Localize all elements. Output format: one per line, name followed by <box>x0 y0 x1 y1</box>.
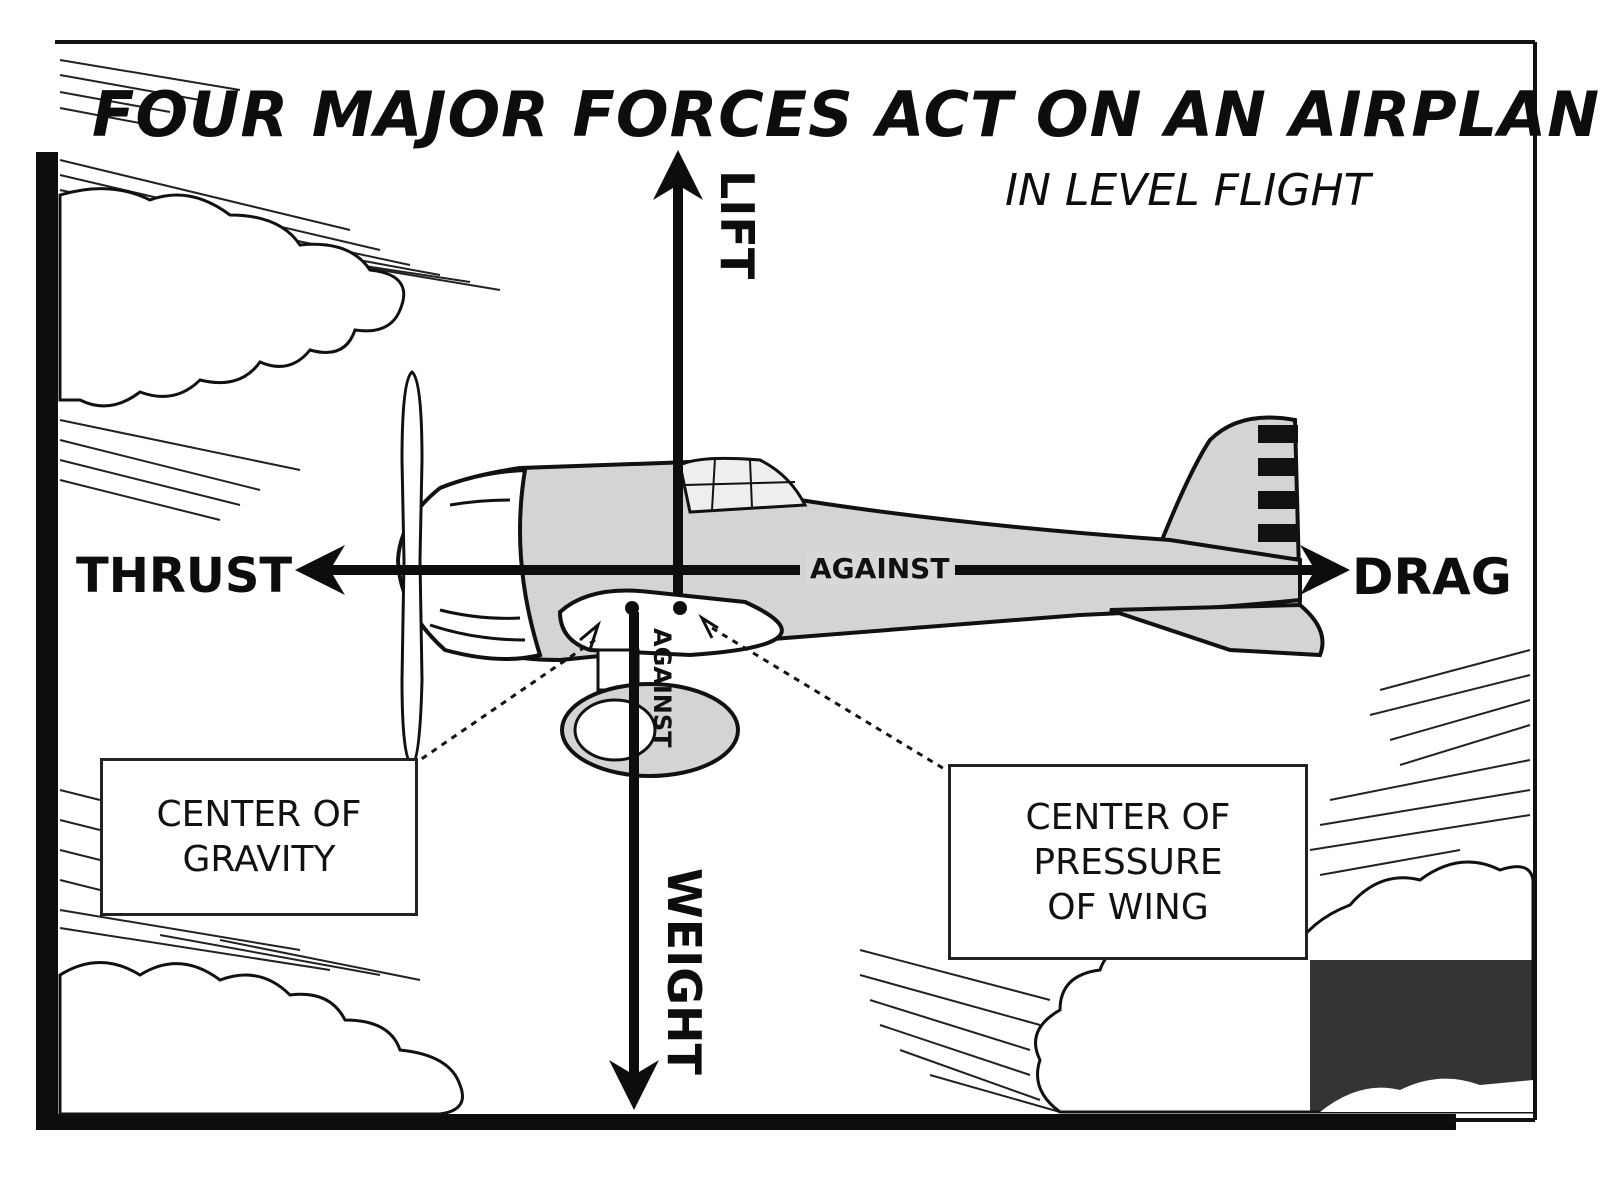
diagram-subtitle: IN LEVEL FLIGHT <box>1005 165 1371 216</box>
center-of-pressure-callout: CENTER OF PRESSURE OF WING <box>948 764 1308 960</box>
against-horizontal-label: AGAINST <box>806 552 954 585</box>
center-of-pressure-dot <box>673 601 687 615</box>
center-points <box>419 601 947 772</box>
wing <box>557 588 784 658</box>
weight-label: WEIGHT <box>657 868 711 1075</box>
force-arrows <box>295 150 1350 1110</box>
thrust-label: THRUST <box>76 548 293 604</box>
engine-cowling <box>395 467 543 661</box>
center-of-gravity-callout: CENTER OF GRAVITY <box>100 758 418 916</box>
diagram-title: FOUR MAJOR FORCES ACT ON AN AIRPLANE <box>92 78 1600 151</box>
cp-line-2: PRESSURE <box>1033 841 1223 883</box>
cg-line-2: GRAVITY <box>182 839 336 880</box>
lift-label: LIFT <box>710 170 764 280</box>
panel-frame <box>36 40 1537 1130</box>
cloud-upper-left <box>58 59 501 521</box>
cockpit-canopy <box>678 456 808 514</box>
cloud-lower-right <box>859 649 1535 1114</box>
cp-line-1: CENTER OF <box>1025 796 1231 838</box>
cloud-lower-left <box>58 789 464 1116</box>
cp-line-3: OF WING <box>1047 886 1209 928</box>
cg-line-1: CENTER OF <box>156 794 362 835</box>
horizontal-stabilizer <box>1109 602 1325 658</box>
drag-label: DRAG <box>1352 548 1512 606</box>
against-vertical-label: AGAINST <box>648 628 676 748</box>
cp-leader-line <box>711 626 947 772</box>
center-of-gravity-dot <box>625 601 639 615</box>
